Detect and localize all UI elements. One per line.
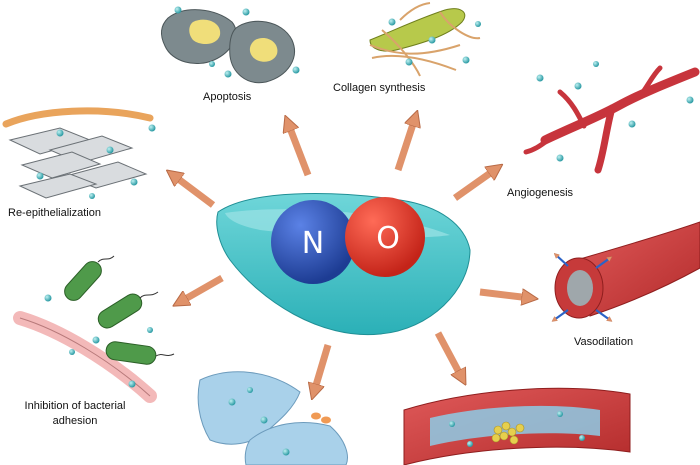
arrow-angiogenesis [452,169,496,201]
vasodilation-illustration [554,221,700,320]
neurotransmission-illustration [197,371,348,465]
nitrogen-atom: N [271,200,355,284]
reepithelialization-illustration [2,107,156,199]
oxygen-atom: O [345,197,425,277]
label-inhibition-bacterial-adhesion: Inhibition of bacterial adhesion [24,400,126,427]
arrow-reepithelialization [173,175,216,208]
apoptosis-illustration [161,6,300,84]
label-vasodilation: Vasodilation [574,336,634,348]
arrow-collagen [394,118,415,172]
label-collagen-synthesis: Collagen synthesis [333,82,426,94]
arrow-neuro [314,344,332,392]
arrow-apoptosis [288,123,312,177]
arrow-vasodilation [479,288,530,298]
arrow-platelet [434,331,462,378]
arrows [173,118,530,392]
label-angiogenesis: Angiogenesis [507,187,574,199]
label-apoptosis: Apoptosis [203,91,252,103]
arrow-bacterial [180,274,224,302]
nitrogen-symbol: N [302,226,324,261]
oxygen-symbol: O [376,221,400,256]
angiogenesis-illustration [523,61,700,174]
label-re-epithelialization: Re-epithelialization [8,207,101,219]
platelet-vessel-illustration [403,387,631,465]
collagen-illustration [369,2,481,77]
bacterial-adhesion-illustration [13,255,175,403]
